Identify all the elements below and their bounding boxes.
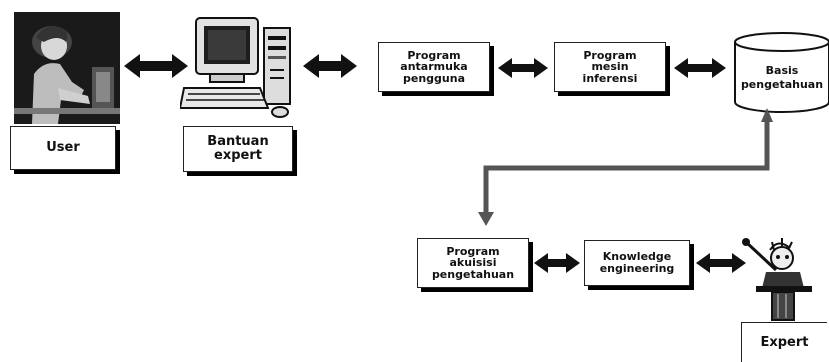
- program-akuisisi-line-3: pengetahuan: [431, 267, 515, 281]
- user-label: User: [46, 140, 80, 156]
- desktop-computer-icon: [180, 17, 291, 118]
- expert-label-box: Expert: [741, 322, 827, 362]
- program-mesin-line-1: Program: [583, 48, 637, 62]
- expert-label: Expert: [760, 334, 809, 350]
- arrow-mesin-basis: [674, 58, 726, 78]
- program-antarmuka-line-2: antarmuka: [400, 60, 468, 74]
- program-antarmuka-line-3: pengguna: [403, 71, 465, 85]
- arrow-akuisisi-knowledge: [534, 253, 580, 273]
- bantuan-expert-line-2: expert: [214, 148, 262, 163]
- program-mesin-line-3: inferensi: [582, 71, 638, 85]
- arrow-user-computer: [124, 54, 188, 78]
- arrow-basis-akuisisi: [478, 108, 773, 226]
- basis-pengetahuan-line-1: Basis: [766, 64, 799, 77]
- arrow-computer-antarmuka: [303, 54, 357, 78]
- program-akuisisi-line-2: akuisisi: [449, 256, 497, 270]
- arrow-antarmuka-mesin: [498, 58, 548, 78]
- basis-pengetahuan-line-2: pengetahuan: [741, 78, 823, 91]
- expert-at-podium-icon: [742, 238, 812, 321]
- bantuan-expert-line-1: Bantuan: [207, 134, 269, 150]
- program-antarmuka-box: Program antarmuka pengguna: [378, 42, 490, 92]
- bantuan-expert-box: Bantuan expert: [183, 126, 293, 172]
- user-label-box: User: [10, 126, 116, 170]
- user-at-computer-icon: [14, 12, 120, 124]
- knowledge-engineering-line-1: Knowledge: [602, 250, 672, 264]
- knowledge-engineering-box: Knowledge engineering: [584, 240, 690, 286]
- basis-pengetahuan-cylinder: Basis pengetahuan: [734, 32, 829, 113]
- program-akuisisi-box: Program akuisisi pengetahuan: [417, 238, 529, 288]
- program-antarmuka-line-1: Program: [407, 48, 461, 62]
- program-mesin-box: Program mesin inferensi: [554, 42, 666, 92]
- program-mesin-line-2: mesin: [591, 60, 629, 74]
- knowledge-engineering-line-2: engineering: [599, 262, 675, 275]
- program-akuisisi-line-1: Program: [446, 244, 500, 258]
